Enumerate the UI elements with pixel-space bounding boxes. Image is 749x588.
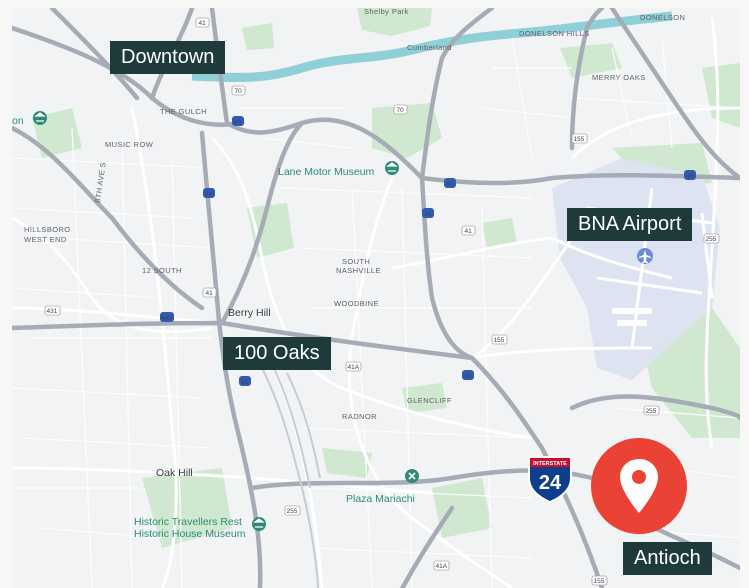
route-40-shield: 40 <box>444 178 456 188</box>
svg-text:70: 70 <box>397 107 405 114</box>
svg-text:155: 155 <box>494 337 505 344</box>
svg-text:155: 155 <box>574 136 585 143</box>
route-431-shield: 431 <box>44 305 61 316</box>
nashville-label: NASHVILLE <box>336 266 381 275</box>
svg-text:40: 40 <box>446 181 454 188</box>
svg-text:41A: 41A <box>436 563 448 570</box>
interstate-24-shield[interactable]: INTERSTATE 24 <box>528 456 572 503</box>
route-41-shield: 41 <box>202 287 217 298</box>
svg-text:70: 70 <box>235 88 243 95</box>
route-255-shield: 255 <box>284 505 301 516</box>
donelson-label: DONELSON <box>640 13 685 22</box>
place-labels: Shelby Park Cumberland DONELSON HILLS DO… <box>12 8 685 540</box>
svg-text:155: 155 <box>594 578 605 585</box>
svg-text:255: 255 <box>706 236 717 243</box>
route-41a-shield: 41A <box>433 560 450 571</box>
svg-text:41A: 41A <box>348 364 360 371</box>
route-155-shield: 155 <box>571 133 588 144</box>
route-255-shield: 255 <box>703 233 720 244</box>
bna-airport-label: BNA Airport <box>567 208 693 241</box>
hillsboro-label: HILLSBORO <box>24 225 71 234</box>
antioch-label: Antioch <box>623 542 712 575</box>
oaks-label: 100 Oaks <box>223 337 331 370</box>
svg-text:31: 31 <box>12 8 20 10</box>
svg-text:24: 24 <box>464 373 472 380</box>
twelve-south-label: 12 SOUTH <box>142 266 182 275</box>
radnor-label: RADNOR <box>342 412 377 421</box>
woodbine-label: WOODBINE <box>334 299 379 308</box>
svg-text:41: 41 <box>199 20 207 27</box>
music-row-label: MUSIC ROW <box>105 140 154 149</box>
route-41-shield: 41 <box>195 17 210 28</box>
plaza-mariachi-label: Plaza Mariachi <box>346 493 415 505</box>
interstate-label: INTERSTATE <box>533 461 567 467</box>
house-museum-label: Historic House Museum <box>134 528 246 540</box>
svg-text:65: 65 <box>241 379 249 386</box>
oak-hill-label: Oak Hill <box>156 467 193 479</box>
route-155-shield: 155 <box>591 575 608 586</box>
secondary-roads <box>12 17 740 588</box>
route-24-shield: 24 <box>462 370 474 380</box>
pin-icon[interactable] <box>591 438 687 534</box>
route-155-shield: 155 <box>491 334 508 345</box>
route-40-shield: 40 <box>232 116 244 126</box>
route-shields: 41 70 70 155 40 40 40 24 24 24 41 41 431… <box>12 8 720 586</box>
svg-text:24: 24 <box>424 211 432 218</box>
map-canvas[interactable]: Shelby Park Cumberland DONELSON HILLS DO… <box>12 8 740 588</box>
svg-text:40: 40 <box>686 173 694 180</box>
rail-lines <box>261 367 321 588</box>
route-65-shield: 65 <box>239 376 251 386</box>
glencliff-label: GLENCLIFF <box>407 396 452 405</box>
museum-icon[interactable] <box>33 111 47 125</box>
highways <box>12 8 740 588</box>
partial-left-label: on <box>12 115 24 127</box>
museum-icon[interactable] <box>252 517 266 531</box>
airport-icon[interactable] <box>637 248 653 264</box>
svg-text:40: 40 <box>234 119 242 126</box>
svg-text:431: 431 <box>47 308 58 315</box>
svg-text:440: 440 <box>161 315 172 322</box>
route-41a-shield: 41A <box>345 361 362 372</box>
cumberland-river <box>191 11 673 83</box>
interstate-number: 24 <box>539 472 562 494</box>
route-440-shield: 440 <box>160 312 174 322</box>
route-31-shield: 31 <box>12 8 20 10</box>
south-label: SOUTH <box>342 257 370 266</box>
route-255-shield: 255 <box>643 405 660 416</box>
svg-text:255: 255 <box>287 508 298 515</box>
route-24-shield: 24 <box>203 188 215 198</box>
west-end-label: WEST END <box>24 235 67 244</box>
lane-motor-museum-label: Lane Motor Museum <box>278 166 375 178</box>
map-viewport[interactable]: Shelby Park Cumberland DONELSON HILLS DO… <box>12 8 740 588</box>
svg-text:41: 41 <box>206 290 214 297</box>
shelby-park-label: Shelby Park <box>364 8 409 16</box>
route-40-shield: 40 <box>684 170 696 180</box>
plaza-icon[interactable] <box>405 469 419 483</box>
museum-icon[interactable] <box>385 161 399 175</box>
the-gulch-label: THE GULCH <box>160 107 207 116</box>
svg-text:41: 41 <box>465 228 473 235</box>
svg-text:24: 24 <box>205 191 213 198</box>
route-70-shield: 70 <box>393 104 408 115</box>
route-41-shield: 41 <box>461 225 476 236</box>
route-70-shield: 70 <box>231 85 246 96</box>
cumberland-label: Cumberland <box>407 43 452 52</box>
route-24-shield: 24 <box>422 208 434 218</box>
downtown-label: Downtown <box>110 41 226 74</box>
terminal <box>612 308 652 326</box>
travellers-rest-label: Historic Travellers Rest <box>134 516 242 528</box>
svg-text:255: 255 <box>646 408 657 415</box>
berry-hill-label: Berry Hill <box>228 307 271 319</box>
merry-oaks-label: MERRY OAKS <box>592 73 646 82</box>
donelson-hills-label: DONELSON HILLS <box>519 29 590 38</box>
